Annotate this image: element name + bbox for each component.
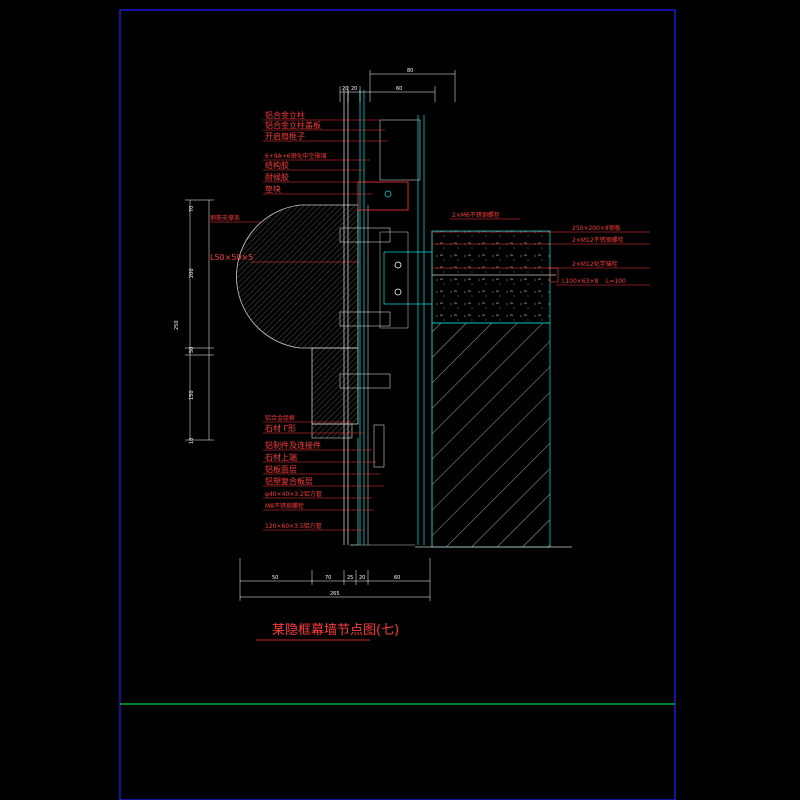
dim-left-4: 70 <box>189 206 195 212</box>
stone-feature <box>236 204 360 439</box>
label-right-1: 250×200×8钢板 <box>572 224 621 232</box>
dim-left-0: 200 <box>189 268 195 278</box>
label-top-0: 铝合金立柱 <box>265 110 305 120</box>
drawing-title: 某隐框幕墙节点图(七) <box>272 623 399 638</box>
dim-top-2: 60 <box>396 86 402 92</box>
dim-top-0: 20 <box>342 86 348 92</box>
label-bottom-4: 铝板面层 <box>265 464 297 474</box>
dim-bottom-1: 70 <box>325 575 331 581</box>
dim-left-2: 50 <box>189 347 195 353</box>
bottom-labels: 铝合金组框 石材 Γ形 铝制件及连接件 石材上端 铝板面层 铝塑复合板层 φ40… <box>265 414 322 530</box>
label-bottom-0: 铝合金组框 <box>265 414 295 422</box>
dimensions-top <box>339 70 456 102</box>
label-left-0: 钢筋支撑条 <box>210 214 240 222</box>
dim-left-3: 150 <box>189 390 195 400</box>
sheet-frame <box>119 9 676 800</box>
label-right-5: L=100 <box>606 278 626 285</box>
concrete-wall <box>415 230 572 548</box>
dim-top-1: 20 <box>351 86 357 92</box>
dim-left-5: 10 <box>189 438 195 444</box>
label-bottom-5: 铝塑复合板层 <box>265 476 313 486</box>
label-right-2: 2×M12不锈钢螺栓 <box>572 236 624 244</box>
label-right-3: 2×M12化学锚栓 <box>572 260 618 268</box>
label-left-1: L50×50×5 <box>210 253 253 262</box>
label-right-0: 2×M6不锈钢螺栓 <box>452 211 500 219</box>
label-bottom-7: M8不锈钢螺栓 <box>265 502 304 510</box>
top-labels: 铝合金立柱 铝合金立柱盖板 开启扇框子 6+9A+6钢化中空玻璃 结构胶 耐候胶… <box>265 110 327 194</box>
dim-bottom-0: 50 <box>272 575 278 581</box>
left-labels: 钢筋支撑条 L50×50×5 <box>210 214 253 262</box>
label-top-1: 铝合金立柱盖板 <box>265 120 321 130</box>
label-bottom-8: 120×60×3.5铝方管 <box>265 522 322 530</box>
label-bottom-2: 铝制件及连接件 <box>265 440 321 450</box>
label-top-2: 开启扇框子 <box>265 131 305 141</box>
dim-bottom-3: 20 <box>359 575 365 581</box>
label-top-6: 垫块 <box>265 184 281 194</box>
dimensions-left <box>185 199 214 441</box>
curtain-wall-mullions <box>343 90 433 545</box>
leader-lines <box>210 119 650 531</box>
label-bottom-3: 石材上端 <box>265 452 297 462</box>
dim-bottom-2: 25 <box>347 575 353 581</box>
label-right-4: L100×63×8 <box>562 278 598 285</box>
dim-bottom-total: 265 <box>330 591 340 597</box>
label-bottom-1: 石材 Γ形 <box>265 423 296 433</box>
label-top-3: 6+9A+6钢化中空玻璃 <box>265 152 327 160</box>
label-top-4: 结构胶 <box>265 160 289 170</box>
dim-left-1: 250 <box>174 320 180 330</box>
right-labels: 2×M6不锈钢螺栓 250×200×8钢板 2×M12不锈钢螺栓 2×M12化学… <box>452 211 626 285</box>
label-top-5: 耐候胶 <box>265 172 289 182</box>
dimensions-bottom <box>239 558 431 601</box>
brackets <box>339 190 559 546</box>
label-bottom-6: φ40×40×3.2铝方管 <box>265 490 322 498</box>
dim-top-3: 80 <box>407 68 413 74</box>
dim-bottom-4: 60 <box>394 575 400 581</box>
